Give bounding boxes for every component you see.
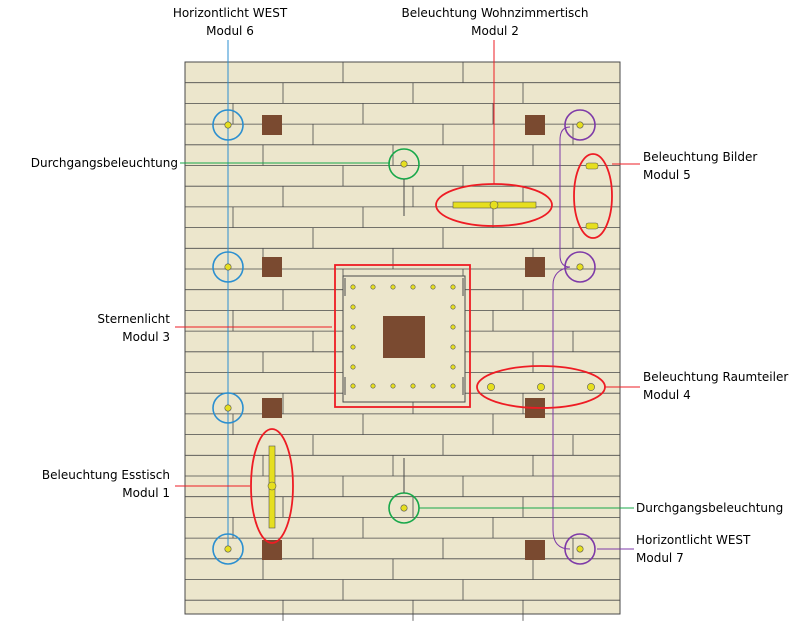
label-esstisch-line1: Beleuchtung Esstisch (41, 468, 170, 482)
label-durchgang-bottom: Durchgangsbeleuchtung (636, 499, 798, 517)
lamp-dot (350, 364, 356, 370)
bilder-spot (585, 162, 599, 170)
label-bilder-modul-5: Beleuchtung Bilder Modul 5 (643, 148, 793, 184)
tile-square (262, 398, 282, 418)
sternenlicht-frame (334, 264, 471, 408)
lamp-dot (390, 284, 396, 290)
lamp-dot (370, 383, 376, 389)
wohnzimmertisch-ellipse (435, 183, 553, 227)
lamp-dot (400, 504, 408, 512)
lamp-dot (350, 304, 356, 310)
tile-square (525, 257, 545, 277)
horizont-west-6-ring (212, 109, 244, 141)
label-esstisch-line2: Modul 1 (122, 486, 170, 500)
label-sternenlicht-modul-3: Sternenlicht Modul 3 (60, 310, 170, 346)
horizont-west-6-ring (212, 533, 244, 565)
lamp-dot (489, 200, 499, 210)
lamp-dot (587, 383, 595, 391)
lamp-dot (390, 383, 396, 389)
horizont-west-7-ring (564, 109, 596, 141)
bilder-ellipse (573, 153, 613, 239)
label-horizont-west-6-line2: Modul 6 (206, 24, 254, 38)
label-bilder-line1: Beleuchtung Bilder (643, 150, 758, 164)
lamp-dot (267, 481, 277, 491)
label-bilder-line2: Modul 5 (643, 168, 691, 182)
horizont-west-7-ring (564, 251, 596, 283)
label-horizont-west-7-line2: Modul 7 (636, 551, 684, 565)
tile-square (262, 257, 282, 277)
lighting-overlays (175, 40, 640, 565)
lamp-dot (350, 344, 356, 350)
tile-square (525, 115, 545, 135)
lamp-dot (350, 383, 356, 389)
lamp-dot (450, 364, 456, 370)
lamp-dot (350, 284, 356, 290)
lamp-dot (576, 263, 584, 271)
label-esstisch-modul-1: Beleuchtung Esstisch Modul 1 (20, 466, 170, 502)
label-horizont-west-modul-6: Horizontlicht WEST Modul 6 (140, 4, 320, 40)
label-durchgang-top: Durchgangsbeleuchtung (0, 154, 178, 172)
lamp-dot (487, 383, 495, 391)
tile-square (262, 540, 282, 560)
lamp-dot (537, 383, 545, 391)
lamp-dot (450, 284, 456, 290)
label-sternenlicht-line2: Modul 3 (122, 330, 170, 344)
lamp-dot (370, 284, 376, 290)
lamp-dot (224, 404, 232, 412)
lamp-dot (224, 121, 232, 129)
label-horizont-west-7-line1: Horizontlicht WEST (636, 533, 751, 547)
horizont-west-6-ring (212, 251, 244, 283)
lamp-dot (400, 160, 408, 168)
tile-square (262, 115, 282, 135)
horizont-west-7-ring (564, 533, 596, 565)
bilder-spot (585, 222, 599, 230)
label-sternenlicht-line1: Sternenlicht (97, 312, 170, 326)
lamp-dot (430, 383, 436, 389)
lamp-dot (410, 284, 416, 290)
lamp-dot (224, 263, 232, 271)
lamp-dot (450, 344, 456, 350)
label-durchgang-top-line1: Durchgangsbeleuchtung (30, 156, 178, 170)
lamp-dot (450, 383, 456, 389)
label-raumteiler-line2: Modul 4 (643, 388, 691, 402)
lamp-dot (224, 545, 232, 553)
label-raumteiler-modul-4: Beleuchtung Raumteiler Modul 4 (643, 368, 798, 404)
label-durchgang-bottom-line1: Durchgangsbeleuchtung (636, 501, 784, 515)
label-horizont-west-modul-7: Horizontlicht WEST Modul 7 (636, 531, 796, 567)
sternenlicht-center-tile (383, 316, 425, 358)
lamp-dot (450, 324, 456, 330)
esstisch-ellipse (250, 428, 294, 544)
lamp-dot (576, 545, 584, 553)
label-wohnzimmertisch-line1: Beleuchtung Wohnzimmertisch (401, 6, 589, 20)
label-horizont-west-6-line1: Horizontlicht WEST (172, 6, 288, 20)
lamp-dot (410, 383, 416, 389)
wooden-floor (184, 61, 621, 621)
label-wohnzimmertisch-modul-2: Beleuchtung Wohnzimmertisch Modul 2 (375, 4, 615, 40)
lamp-dot (450, 304, 456, 310)
lamp-dot (576, 121, 584, 129)
label-wohnzimmertisch-line2: Modul 2 (471, 24, 519, 38)
lamp-dot (350, 324, 356, 330)
raumteiler-ellipse (476, 365, 606, 409)
tile-square (525, 540, 545, 560)
horizont-west-6-ring (212, 392, 244, 424)
label-raumteiler-line1: Beleuchtung Raumteiler (643, 370, 789, 384)
lamp-dot (430, 284, 436, 290)
